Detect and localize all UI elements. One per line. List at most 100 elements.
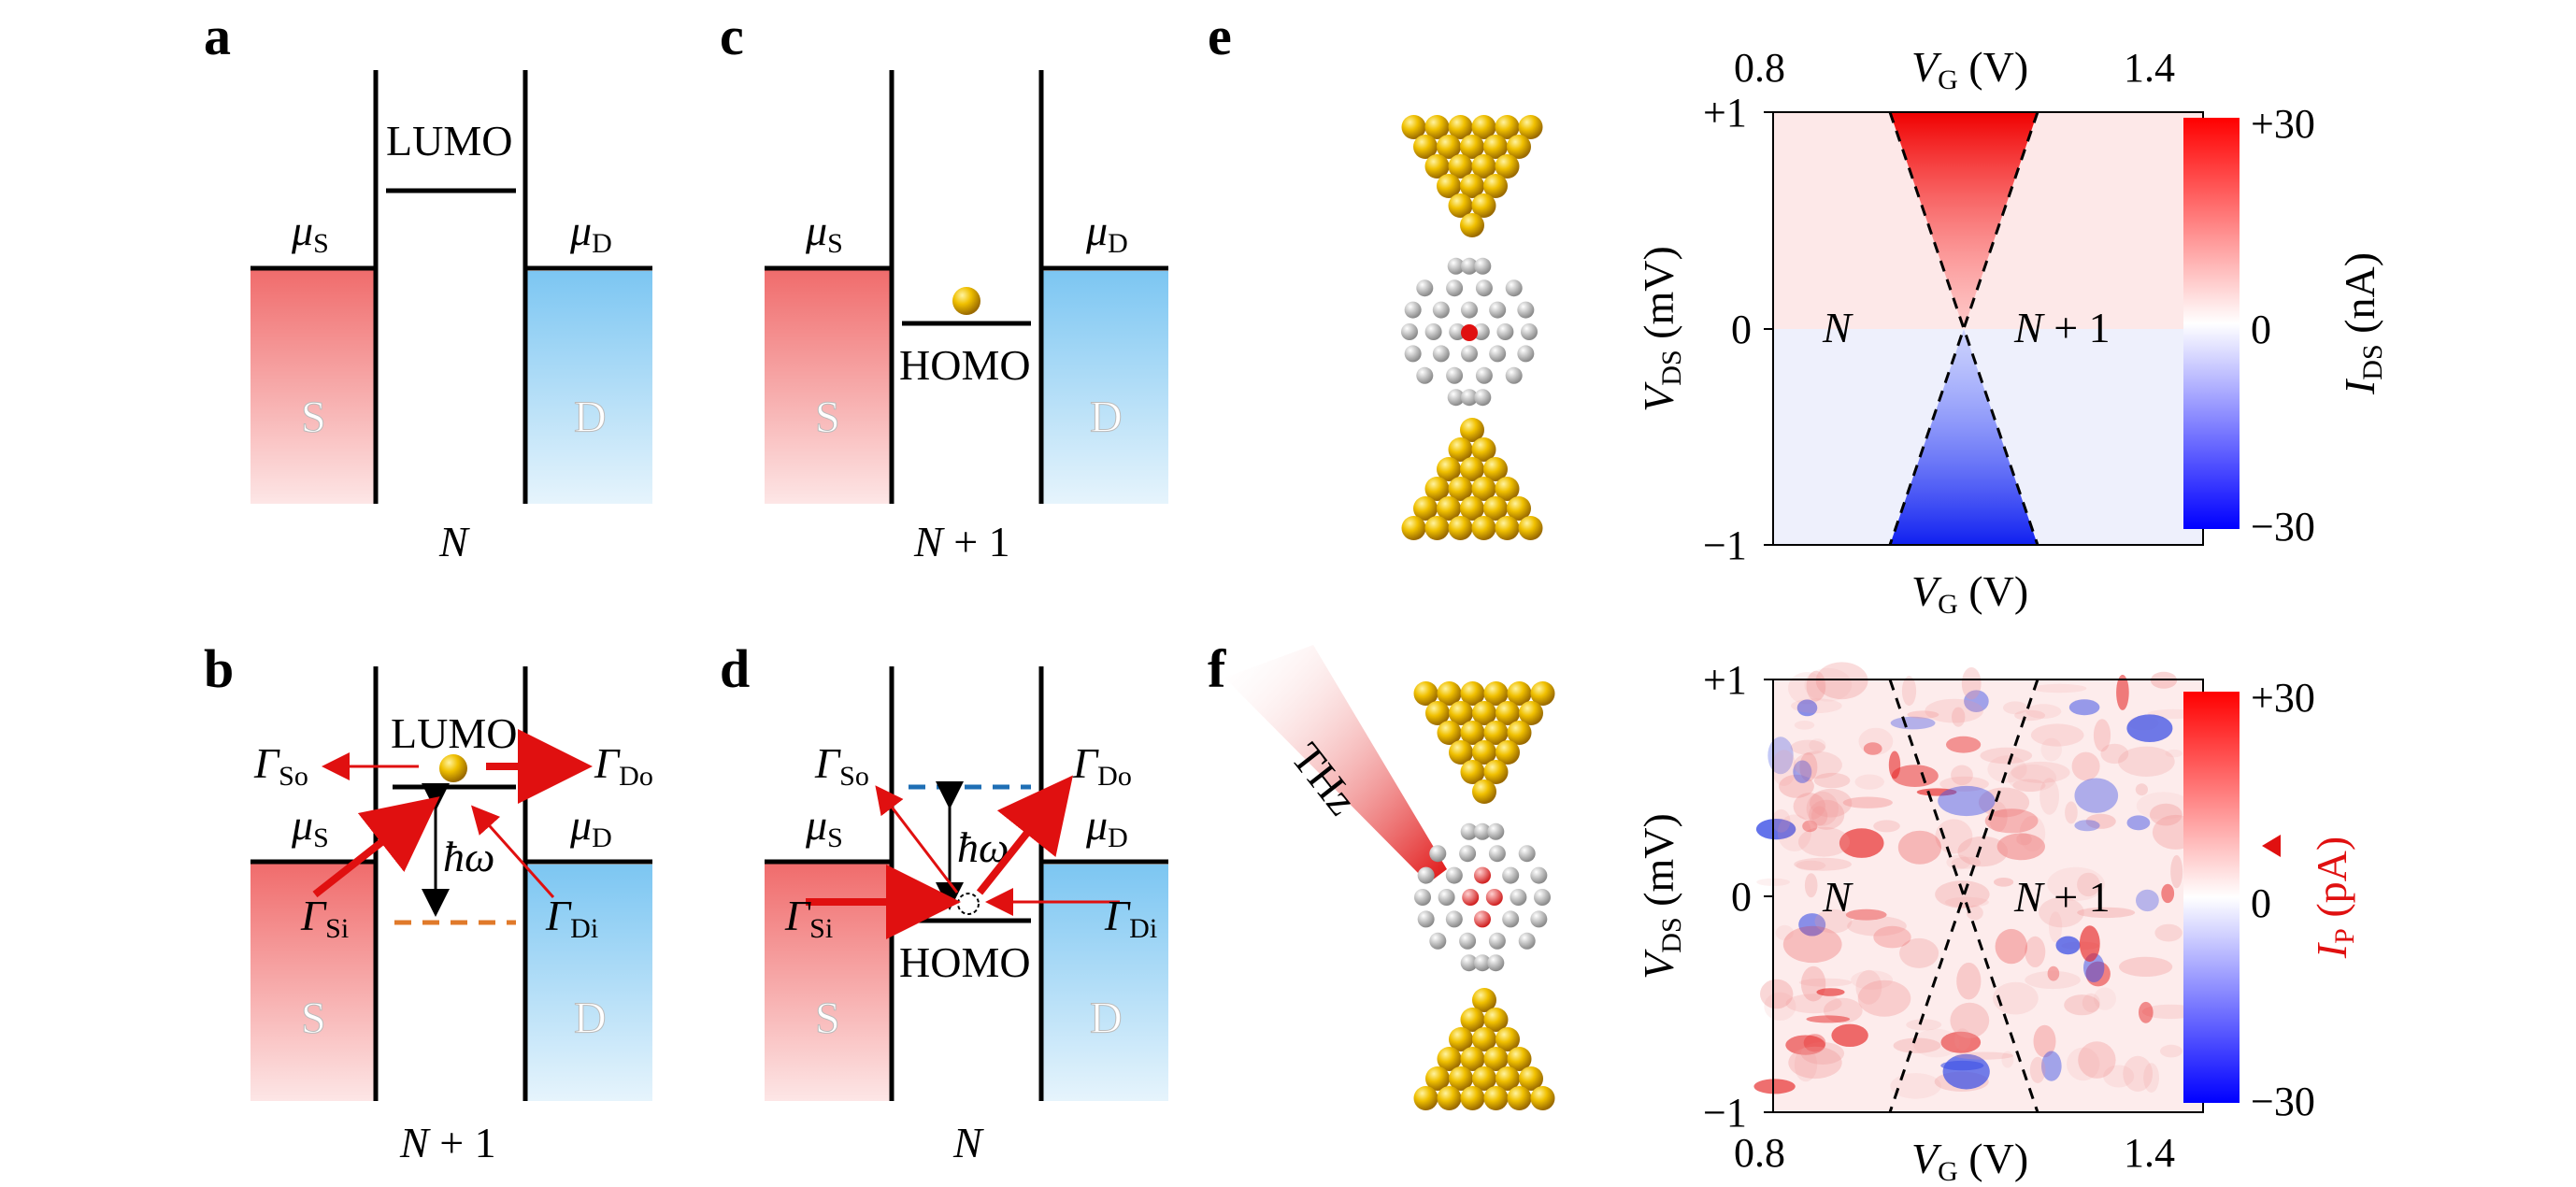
noise-blob	[2160, 1044, 2182, 1058]
y-min-tick: −1	[1703, 522, 1747, 568]
lumo-label: LUMO	[386, 117, 512, 164]
carbon-atom	[1459, 845, 1477, 863]
noise-blob	[1994, 878, 2014, 887]
noise-blob	[2123, 1055, 2154, 1092]
gold-atom	[1460, 457, 1484, 481]
noise-blob	[2154, 923, 2182, 942]
noise-blob	[2143, 1063, 2160, 1093]
noise-blob	[2126, 815, 2151, 831]
noise-blob	[1839, 828, 1884, 858]
noise-blob	[1863, 742, 1882, 755]
noise-blob	[2064, 994, 2100, 1016]
drain-label: D	[1090, 994, 1123, 1043]
noise-blob	[2033, 1024, 2056, 1058]
panel-b: b LUMO ħω ΓSo ΓDo ΓSi ΓDi μS μD S D N + …	[204, 638, 653, 1166]
noise-blob	[2055, 936, 2081, 955]
gamma-do-label: ΓDo	[1072, 739, 1132, 792]
noise-blob	[2085, 813, 2116, 829]
panel-d: d ħω ΓSo ΓDo ΓSi ΓDi μS μD HOMO S D N	[720, 638, 1168, 1166]
gold-atom	[1483, 760, 1509, 784]
gold-atom	[1507, 721, 1532, 745]
noise-blob	[1785, 994, 1842, 1014]
noise-blob	[1777, 814, 1811, 851]
charge-state-label: N + 1	[913, 518, 1010, 565]
noise-blob	[1782, 925, 1842, 964]
mu-d-label: μD	[1085, 207, 1128, 259]
homo-label: HOMO	[899, 341, 1031, 389]
noise-blob	[2079, 925, 2100, 963]
noise-blob	[1912, 1028, 1960, 1058]
gold-atom	[1437, 496, 1461, 521]
noise-blob	[1794, 1048, 1818, 1082]
noise-blob	[2139, 1001, 2154, 1023]
homo-label: HOMO	[899, 938, 1031, 986]
carbon-atom	[1424, 323, 1442, 340]
noise-blob	[1890, 1073, 1941, 1099]
noise-blob	[2068, 699, 2100, 716]
noise-blob	[2103, 1065, 2135, 1088]
noise-blob	[2149, 803, 2182, 826]
region-left-label: N	[1822, 304, 1853, 351]
carbon-atom	[1474, 910, 1491, 928]
source-electrode	[765, 862, 892, 1101]
cbar-max-tick: +30	[2251, 675, 2315, 721]
noise-blob	[2016, 833, 2032, 846]
gamma-di-label: ΓDi	[1104, 892, 1157, 944]
noise-blob	[1964, 690, 1989, 712]
carbon-atom	[1460, 954, 1478, 972]
noise-blob	[1939, 776, 1989, 792]
electron-ball	[952, 287, 980, 315]
source-label: S	[301, 393, 326, 442]
gold-atom	[1483, 496, 1508, 521]
x-max-tick: 1.4	[2124, 45, 2175, 91]
source-electrode	[250, 268, 376, 504]
carbon-atom	[1445, 910, 1463, 928]
noise-blob	[2078, 1041, 2116, 1079]
top-map-negative-region	[1890, 329, 2038, 545]
carbon-atom	[1530, 910, 1548, 928]
gold-atom	[1471, 193, 1496, 218]
noise-blob	[2074, 820, 2100, 832]
gold-atom	[1471, 477, 1496, 501]
gold-atom	[1519, 701, 1543, 725]
noise-blob	[1799, 752, 1818, 782]
gamma-so-label: ΓSo	[814, 739, 869, 792]
noise-blob	[2049, 911, 2063, 943]
noise-blob	[1806, 670, 1826, 702]
carbon-atom	[1414, 889, 1431, 906]
panel-a: a LUMO μS μD S D N	[204, 6, 652, 565]
noise-blob	[1816, 988, 1845, 996]
gold-atom	[1448, 516, 1473, 540]
upper-gold-tip	[1401, 115, 1543, 237]
noise-blob	[1806, 1015, 1851, 1023]
gold-atom	[1495, 477, 1520, 501]
noise-blob	[1767, 737, 1794, 775]
noise-blob	[2030, 723, 2084, 747]
carbon-atom	[1461, 345, 1478, 363]
carbon-atom	[1447, 257, 1465, 275]
x-max-tick: 1.4	[2124, 1130, 2175, 1176]
noise-blob	[1804, 667, 1853, 702]
carbon-atom	[1521, 323, 1538, 340]
y-max-tick: +1	[1703, 657, 1747, 703]
noise-blob	[2170, 854, 2183, 889]
noise-blob	[1873, 820, 1900, 833]
carbon-atom	[1502, 910, 1520, 928]
mu-s-label: μS	[805, 207, 843, 259]
panel-letter-b: b	[204, 638, 234, 699]
gold-atom	[1425, 1066, 1450, 1091]
noise-blob	[2067, 1047, 2100, 1081]
panel-e: e	[1208, 6, 1543, 540]
gold-atom	[1472, 988, 1496, 1012]
electron-ball	[439, 754, 467, 782]
x-min-tick: 0.8	[1734, 1130, 1785, 1176]
noise-blob	[1946, 736, 1982, 753]
noise-blob	[2094, 987, 2116, 1010]
carbon-atom	[1474, 389, 1492, 407]
noise-blob	[1810, 806, 1828, 826]
gold-atom	[1424, 154, 1450, 179]
gold-atom	[1437, 681, 1462, 706]
noise-blob	[1798, 978, 1853, 987]
noise-blob	[1854, 774, 1884, 790]
noise-blob	[2025, 936, 2046, 967]
